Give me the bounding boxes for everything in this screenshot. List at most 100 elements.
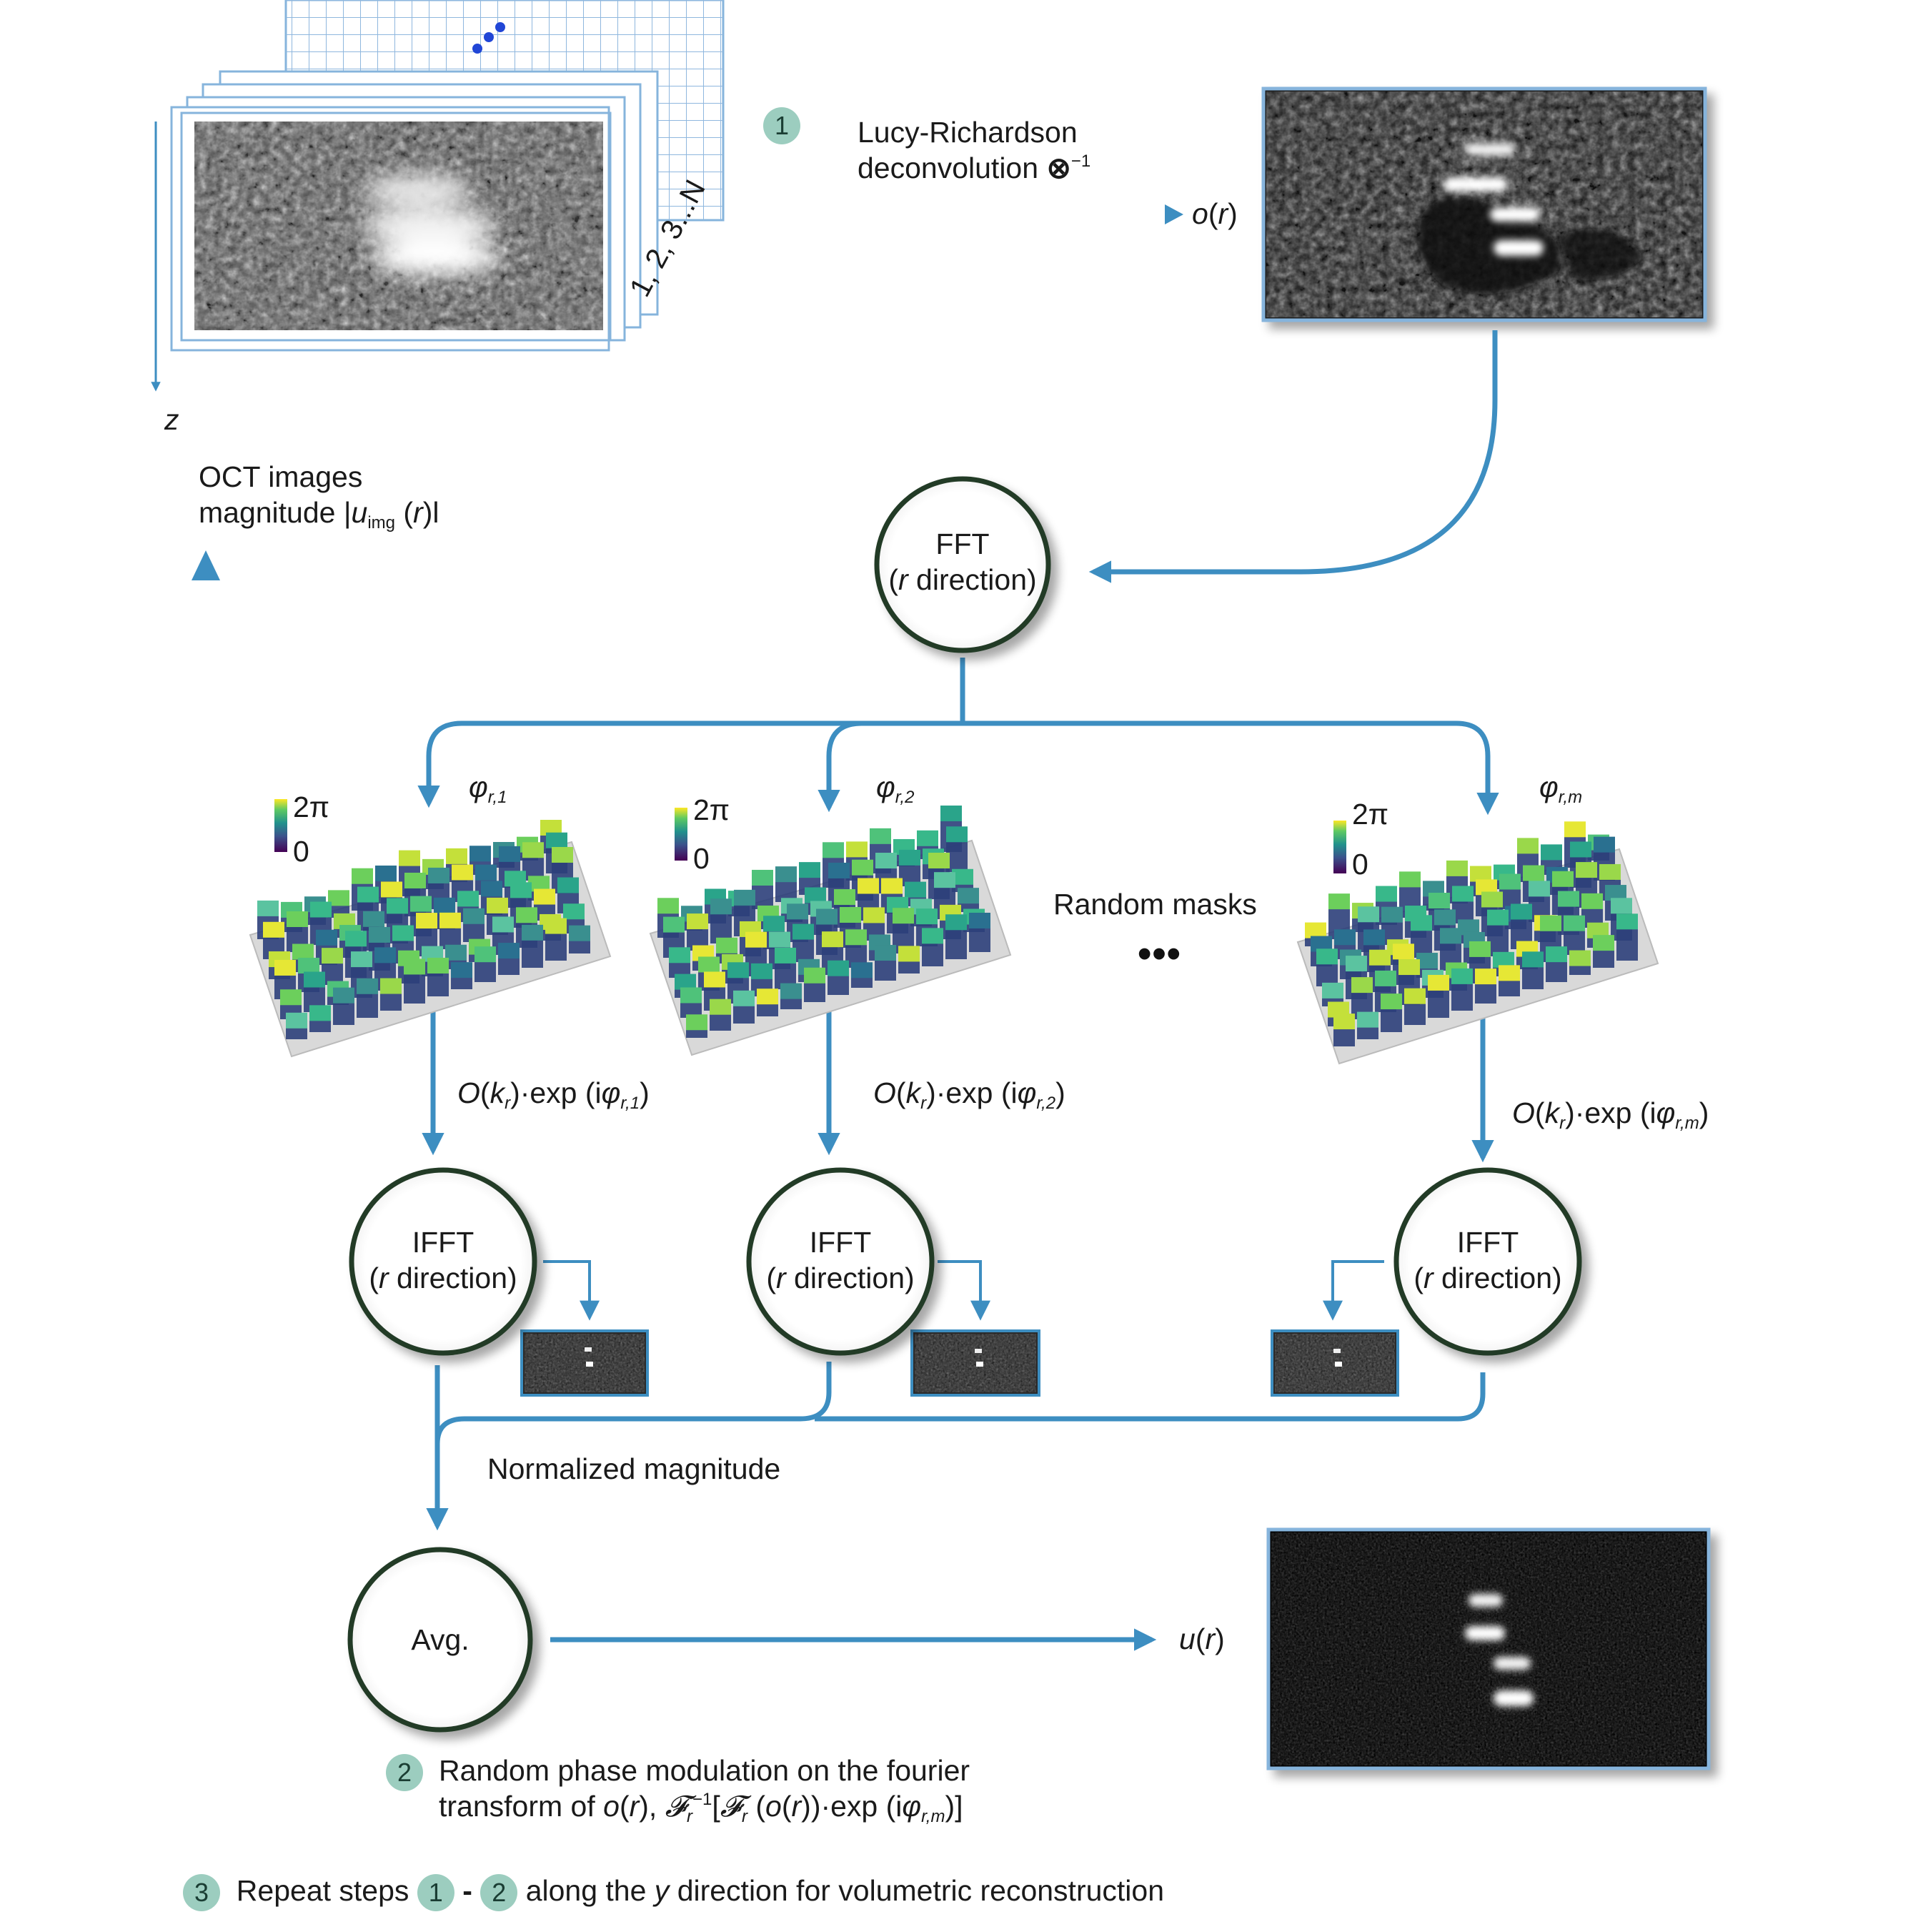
dot-3 bbox=[472, 44, 482, 54]
random-masks bbox=[249, 806, 1659, 1065]
mask-2 bbox=[649, 806, 1012, 1056]
step1-line2-text: deconvolution bbox=[858, 152, 1039, 185]
mask-m bbox=[1296, 821, 1659, 1065]
thumbnail-m bbox=[1271, 1329, 1399, 1397]
normalized-magnitude-label: Normalized magnitude bbox=[487, 1452, 781, 1485]
step2-text: Random phase modulation on the fourier t… bbox=[439, 1753, 970, 1827]
ifft-node-m: IFFT (r direction) bbox=[1393, 1167, 1582, 1356]
mod2-sub: r bbox=[920, 1094, 927, 1113]
modulation-label-1: O(kr)·exp (iφr,1) bbox=[457, 1076, 650, 1113]
phase-sub-2: r,2 bbox=[895, 788, 915, 807]
colorbar-2-top: 2π bbox=[693, 793, 730, 826]
ifft-sublabel-2: (r direction) bbox=[766, 1262, 914, 1294]
colorbar-m bbox=[1333, 821, 1346, 873]
step3-badge: 3 bbox=[183, 1874, 220, 1912]
ifft-node-1: IFFT (r direction) bbox=[349, 1167, 537, 1356]
step1-line1: Lucy-Richardson bbox=[858, 116, 1078, 149]
random-masks-label: Random masks bbox=[1053, 888, 1257, 921]
dot-1 bbox=[495, 22, 505, 32]
ifft-label-2: IFFT bbox=[810, 1226, 872, 1259]
u-r-label: u(r) bbox=[1179, 1623, 1225, 1655]
flow-arrows bbox=[192, 204, 1499, 1866]
thumbnail-1 bbox=[520, 1329, 649, 1397]
phase-label-2: φr,2 bbox=[876, 769, 914, 808]
mod1-sub2: r,1 bbox=[620, 1094, 640, 1113]
colorbar-2-bottom: 0 bbox=[693, 842, 710, 875]
step1-text: Lucy-Richardson deconvolution ⊗−1 bbox=[858, 114, 1090, 186]
fft-node: FFT (r direction) bbox=[874, 476, 1051, 653]
phase-sub-1: r,1 bbox=[487, 788, 507, 807]
step2-badge: 2 bbox=[386, 1754, 423, 1792]
step1-label: 1 bbox=[763, 106, 800, 145]
step3-row: 3 Repeat steps 1 - 2 along the y directi… bbox=[183, 1873, 1165, 1912]
mod2-sub2: r,2 bbox=[1036, 1094, 1056, 1113]
input-label: OCT images magnitude |uimg (r)l bbox=[199, 459, 439, 533]
step2-label: 2 bbox=[386, 1753, 423, 1792]
step1-line2: deconvolution ⊗−1 bbox=[858, 150, 1090, 186]
modm-sub2: r,m bbox=[1675, 1114, 1699, 1133]
fft-label: FFT bbox=[935, 527, 989, 560]
modulation-label-m: O(kr)·exp (iφr,m) bbox=[1512, 1096, 1709, 1133]
mask-1 bbox=[249, 820, 612, 1058]
step3-text-before: Repeat steps bbox=[236, 1874, 409, 1907]
convolution-operator: ⊗ bbox=[1046, 152, 1071, 185]
mod1-end: ) bbox=[640, 1076, 650, 1109]
deconvolved-features bbox=[1418, 143, 1644, 294]
ifft-sublabel-1: (r direction) bbox=[369, 1262, 517, 1294]
arrow-thumb-2 bbox=[938, 1260, 990, 1321]
colorbar-m-top: 2π bbox=[1352, 798, 1389, 831]
o-r-label: o(r) bbox=[1192, 197, 1238, 230]
colorbar-1-bottom: 0 bbox=[293, 835, 309, 868]
ifft-node-2: IFFT (r direction) bbox=[746, 1167, 935, 1356]
phase-sub-m: r,m bbox=[1558, 788, 1583, 807]
z-axis-label: z bbox=[164, 403, 179, 436]
step3-text-after: along the y direction for volumetric rec… bbox=[525, 1874, 1165, 1907]
step2-line1: Random phase modulation on the fourier bbox=[439, 1754, 970, 1787]
oct-input-stack bbox=[151, 0, 725, 392]
modulation-label-2: O(kr)·exp (iφr,2) bbox=[873, 1076, 1065, 1113]
ifft-label-1: IFFT bbox=[412, 1226, 474, 1259]
colorbar-1-top: 2π bbox=[293, 791, 330, 823]
input-line1: OCT images bbox=[199, 460, 363, 493]
step2-line2: transform of o(r), 𝓕r−1[𝓕r (o(r))·exp (i… bbox=[439, 1790, 963, 1827]
output-features bbox=[1465, 1594, 1534, 1706]
mod2-end: ) bbox=[1055, 1076, 1065, 1109]
arrow-repeat-head bbox=[192, 550, 220, 580]
step3-dash: - bbox=[462, 1874, 472, 1907]
mod1-sub: r bbox=[505, 1094, 511, 1113]
convolution-exponent: −1 bbox=[1070, 152, 1091, 172]
arrow-thumb-m bbox=[1323, 1260, 1384, 1321]
phase-symbol-m: φ bbox=[1539, 771, 1559, 803]
arrow-split bbox=[426, 658, 1491, 808]
arrow-to-fft bbox=[1088, 330, 1498, 583]
step3-badge-a: 1 bbox=[417, 1874, 454, 1912]
avg-node: Avg. bbox=[347, 1547, 533, 1733]
thumbnail-2 bbox=[910, 1329, 1040, 1397]
arrow-ifft2-merge bbox=[434, 1362, 832, 1445]
step3-badge-b: 2 bbox=[480, 1874, 518, 1912]
arrow-thumb-1 bbox=[543, 1260, 600, 1321]
phase-symbol-2: φ bbox=[876, 771, 895, 803]
fft-sublabel: (r direction) bbox=[888, 563, 1036, 596]
colorbar-2 bbox=[675, 808, 687, 861]
arrow-step1-head bbox=[1165, 204, 1183, 224]
input-line2: magnitude |uimg (r)l bbox=[199, 496, 439, 533]
colorbar-m-bottom: 0 bbox=[1352, 848, 1368, 881]
oct-blob bbox=[361, 174, 500, 274]
front-frame bbox=[180, 112, 612, 342]
step2-line2-prefix: transform of bbox=[439, 1790, 604, 1823]
ifft-label-m: IFFT bbox=[1457, 1226, 1519, 1259]
modm-end: ) bbox=[1699, 1096, 1709, 1129]
avg-label: Avg. bbox=[411, 1623, 469, 1656]
colorbar-1 bbox=[274, 799, 287, 852]
step1-badge: 1 bbox=[763, 107, 800, 145]
output-noise bbox=[1271, 1532, 1706, 1765]
phase-symbol-1: φ bbox=[469, 771, 488, 803]
input-sub: img bbox=[367, 513, 395, 533]
modm-sub: r bbox=[1559, 1114, 1566, 1133]
ifft-sublabel-m: (r direction) bbox=[1413, 1262, 1561, 1294]
arrow-ifftm-merge bbox=[815, 1372, 1486, 1422]
phase-label-m: φr,m bbox=[1539, 769, 1582, 808]
phase-label-1: φr,1 bbox=[469, 769, 507, 808]
